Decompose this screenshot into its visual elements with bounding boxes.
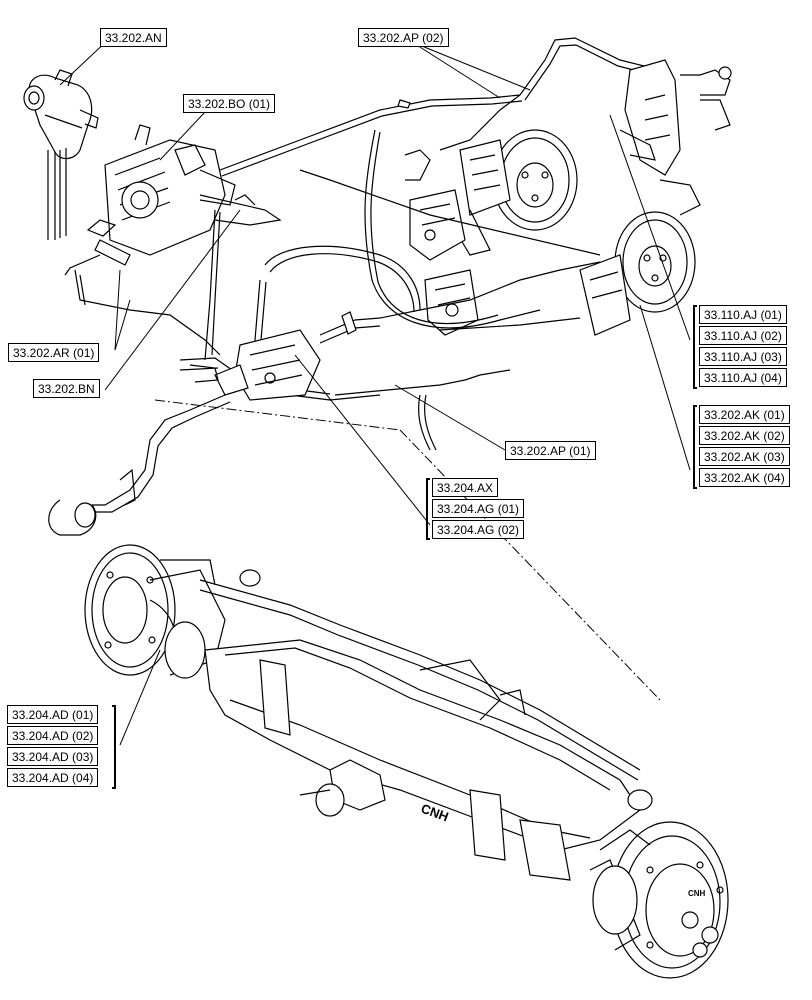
- callout-33-110-aj-01[interactable]: 33.110.AJ (01): [699, 305, 787, 324]
- hub-logo: CNH: [688, 889, 706, 898]
- brake-disc-right: [579, 179, 701, 336]
- callout-33-204-ad-01[interactable]: 33.204.AD (01): [7, 705, 99, 724]
- valve-block: [86, 124, 282, 266]
- brake-disc-upper: [454, 129, 578, 256]
- callout-33-204-ag-02[interactable]: 33.204.AG (02): [432, 520, 525, 539]
- callout-33-204-ad-03[interactable]: 33.204.AD (03): [7, 747, 99, 766]
- callout-33-204-ag-01[interactable]: 33.204.AG (01): [432, 499, 525, 518]
- callout-33-204-ad-02[interactable]: 33.204.AD (02): [7, 726, 99, 745]
- leader-lines: [59, 37, 691, 746]
- upper-bracket: [619, 59, 732, 176]
- callout-33-202-ak-04[interactable]: 33.202.AK (04): [699, 468, 790, 487]
- callout-33-202-ap-01[interactable]: 33.202.AP (01): [505, 441, 596, 460]
- callout-33-202-bo-01[interactable]: 33.202.BO (01): [183, 94, 276, 113]
- bracket-33-204-ad: [112, 705, 116, 789]
- callout-33-204-ax[interactable]: 33.204.AX: [432, 478, 499, 497]
- callout-33-110-aj-03[interactable]: 33.110.AJ (03): [699, 347, 787, 366]
- reservoir-tank: [23, 69, 99, 240]
- callout-33-202-an[interactable]: 33.202.AN: [100, 28, 167, 47]
- callout-33-110-aj-02[interactable]: 33.110.AJ (02): [699, 326, 787, 345]
- callout-33-202-ar-01[interactable]: 33.202.AR (01): [8, 343, 100, 362]
- callout-33-202-ak-03[interactable]: 33.202.AK (03): [699, 447, 790, 466]
- callout-33-204-ad-04[interactable]: 33.204.AD (04): [7, 768, 99, 787]
- bracket-33-110-aj: [693, 305, 697, 389]
- caliper-lower: [424, 269, 479, 336]
- steering-cylinder-valve: [189, 311, 381, 401]
- bracket-33-204: [426, 478, 430, 540]
- callout-33-202-ak-02[interactable]: 33.202.AK (02): [699, 426, 790, 445]
- bracket-33-202-ak: [693, 405, 697, 489]
- callout-33-202-ap-02[interactable]: 33.202.AP (02): [358, 28, 449, 47]
- caliper-left: [409, 189, 466, 261]
- callout-33-202-bn[interactable]: 33.202.BN: [33, 379, 100, 398]
- return-hose: [48, 394, 231, 536]
- callout-33-202-ak-01[interactable]: 33.202.AK (01): [699, 405, 790, 424]
- front-axle: [84, 544, 729, 979]
- callout-33-110-aj-04[interactable]: 33.110.AJ (04): [699, 368, 787, 387]
